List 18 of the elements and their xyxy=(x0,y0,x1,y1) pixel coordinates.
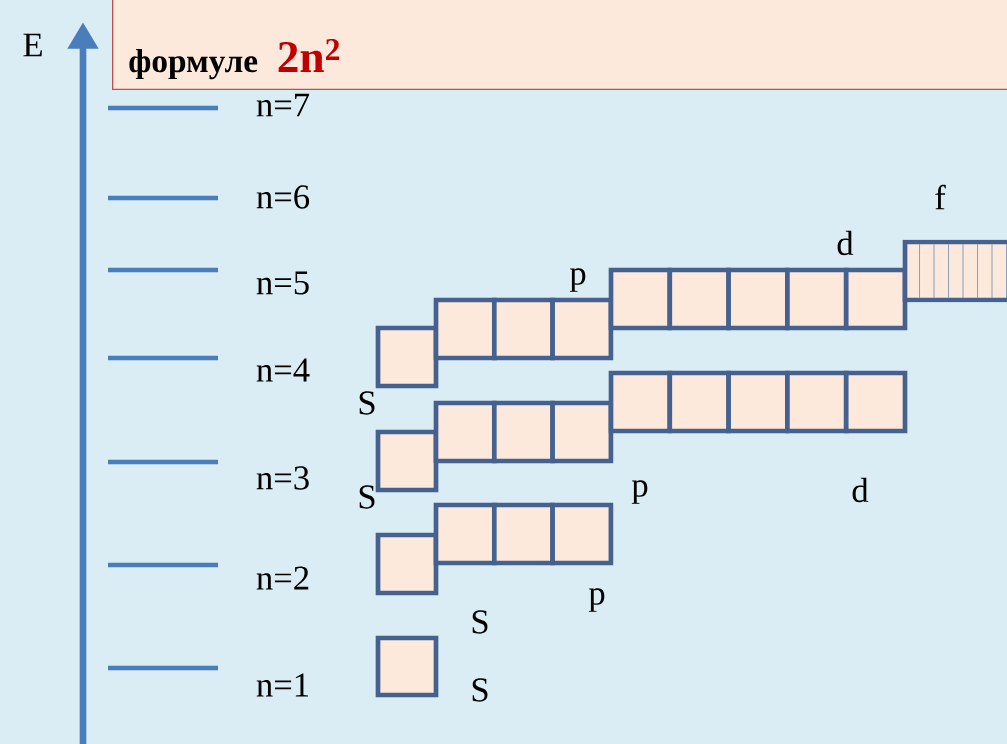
sublevel-label: S xyxy=(359,485,375,509)
sublevel-label: S xyxy=(472,610,488,634)
level-label: n=6 xyxy=(256,185,310,209)
sublevel-label: S xyxy=(359,391,375,415)
level-label: n=4 xyxy=(256,358,310,382)
level-label: n=5 xyxy=(256,271,309,295)
sublevel-label: p xyxy=(588,588,605,612)
sublevel-label: p xyxy=(569,268,586,292)
sublevel-label: d xyxy=(852,477,869,503)
sublevel-label: S xyxy=(472,678,488,702)
sublevel-label: p xyxy=(631,480,648,504)
level-label: n=3 xyxy=(256,466,309,490)
level-label: n=1 xyxy=(256,673,309,697)
axis-label: E xyxy=(23,33,42,57)
level-label: n=2 xyxy=(256,566,309,590)
heading-box: формуле 2n$^{2}$ xyxy=(112,0,1007,90)
sublevel-label: d xyxy=(837,230,854,256)
sublevel-label: f xyxy=(935,184,946,210)
